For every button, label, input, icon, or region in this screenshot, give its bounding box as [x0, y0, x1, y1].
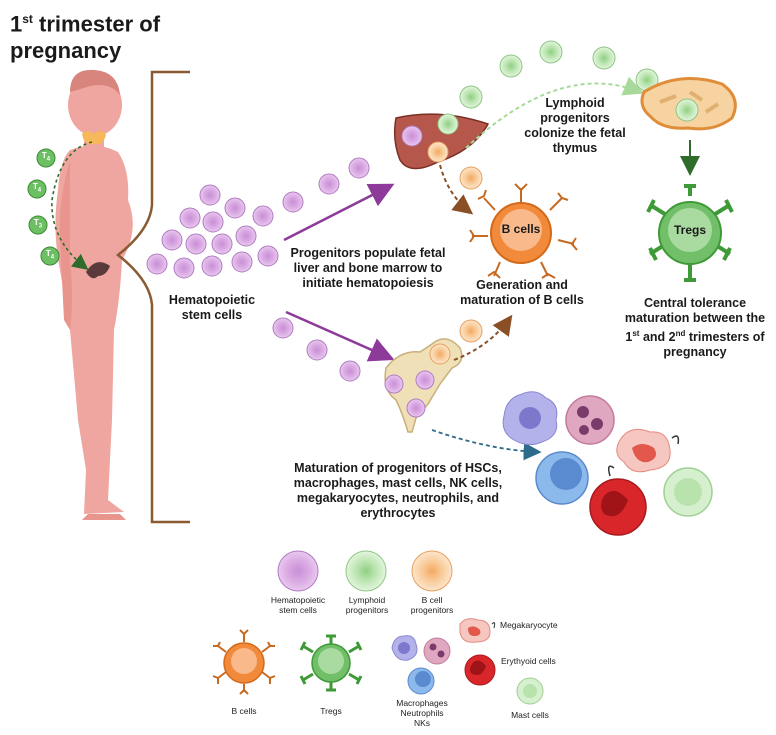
label-central-tolerance: Central tolerance maturation between the…: [624, 296, 766, 360]
label-hsc: Hematopoietic stem cells: [168, 293, 256, 322]
label-lymphoid-colonize: Lymphoid progenitors colonize the fetal …: [524, 96, 626, 155]
label-bcell-generation: Generation and maturation of B cells: [460, 278, 584, 307]
arrow-to-liver: [283, 183, 395, 242]
lymphoid-in-thymus: [675, 98, 699, 122]
liver-illustration: [393, 113, 490, 170]
bcell-center-label: B cells: [501, 222, 541, 236]
hormone-markers: [27, 148, 60, 266]
bcell-progenitor-small-2: [459, 319, 483, 343]
label-maturation: Maturation of progenitors of HSCs, macro…: [293, 461, 503, 520]
legend-mast: Mast cells: [511, 710, 549, 720]
arrow-to-thymus: [465, 76, 644, 149]
mature-cells: [502, 391, 713, 536]
legend-hsc: Hematopoietic stem cells: [270, 595, 326, 615]
pregnant-woman-figure: [51, 69, 133, 520]
hormone-label-3: T3: [33, 218, 43, 230]
bcell-main: [469, 183, 578, 279]
bone-illustration: [384, 338, 463, 433]
arrow-bone-to-bcell: [453, 314, 513, 361]
arrow-liver-to-bcell: [439, 164, 474, 215]
legend-erythroid: Erythyoid cells: [501, 656, 556, 666]
hormone-label-2: T4: [32, 182, 42, 194]
hormone-label-1: T4: [41, 151, 51, 163]
legend-bcells: B cells: [231, 706, 257, 716]
arrow-to-mature-cells: [431, 429, 542, 461]
legend-icons: [212, 550, 544, 705]
legend-bcell-progenitors: B cell progenitors: [410, 595, 454, 615]
legend-lymphoid: Lymphoid progenitors: [345, 595, 389, 615]
legend-tregs: Tregs: [320, 706, 342, 716]
legend-mac-neu-nk: Macrophages Neutrophils NKs: [396, 698, 448, 728]
bcell-nucleus: [500, 209, 542, 251]
lymphoid-progenitors-row: [459, 40, 699, 122]
treg-center-label: Tregs: [673, 223, 706, 237]
label-progenitors: Progenitors populate fetal liver and bon…: [290, 246, 446, 290]
bcell-progenitor-small: [459, 166, 483, 190]
page-title: 1st trimester of pregnancy: [10, 11, 161, 64]
legend-megakaryocyte: Megakaryocyte: [500, 620, 558, 630]
arrow-to-bone: [285, 310, 395, 362]
hsc-cluster: [146, 157, 370, 382]
hormone-label-4: T4: [45, 249, 55, 261]
treg-nucleus: [668, 208, 712, 252]
bracket: [115, 70, 190, 524]
